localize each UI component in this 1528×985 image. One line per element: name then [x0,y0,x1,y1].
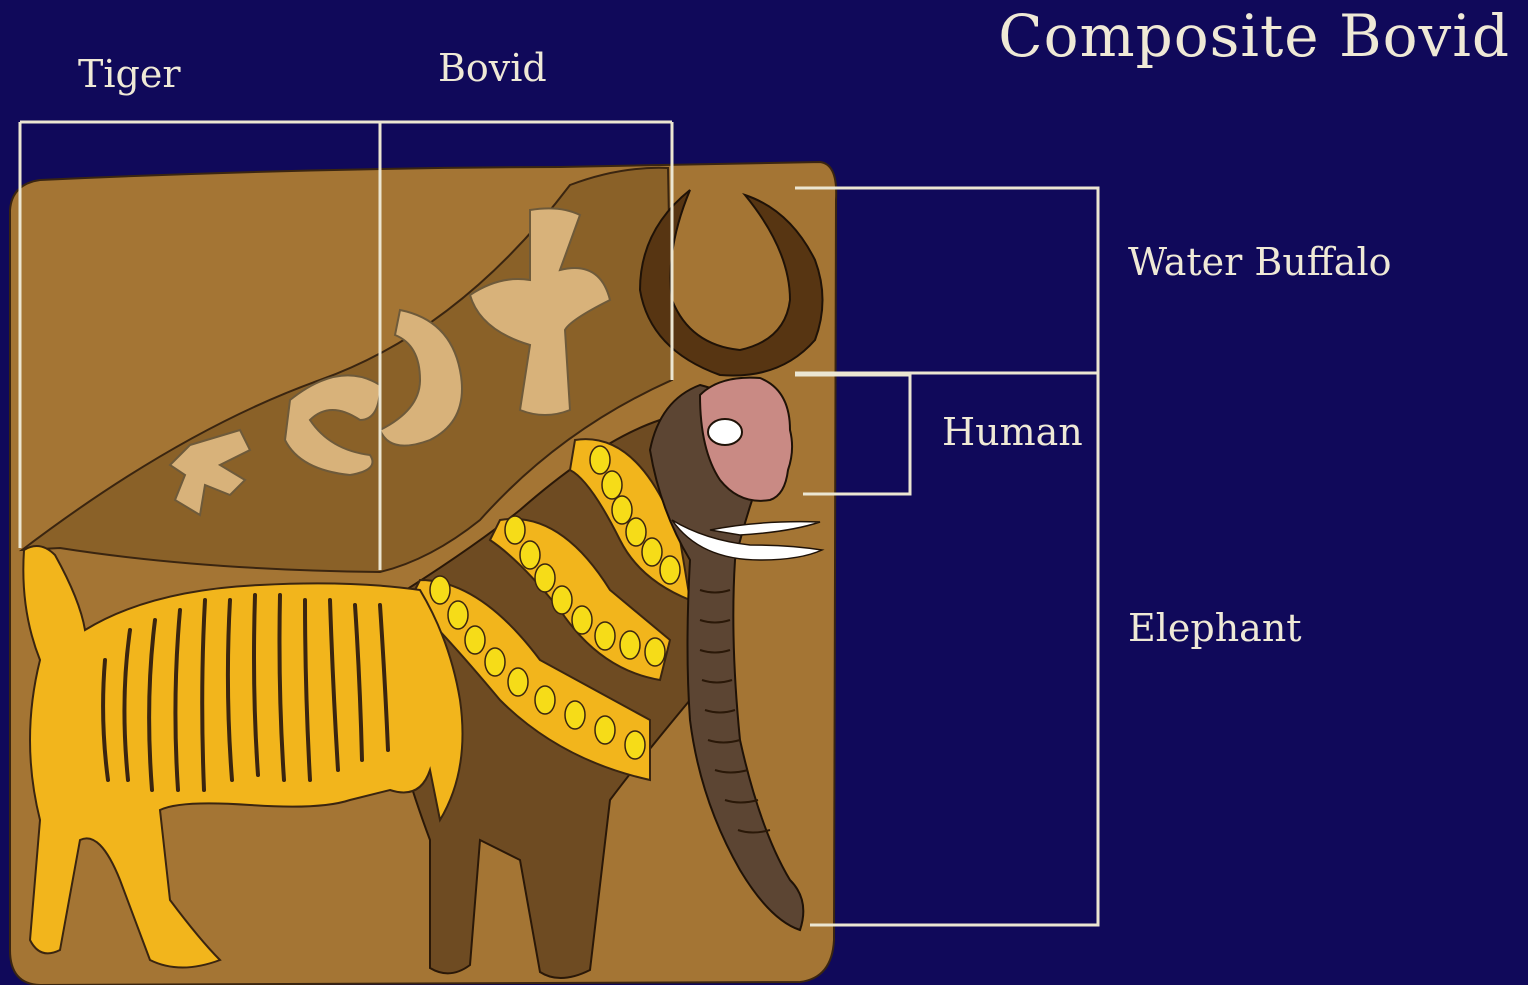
label-water-buffalo: Water Buffalo [1128,240,1392,284]
label-tiger: Tiger [78,52,180,96]
label-bovid: Bovid [438,46,547,90]
label-human: Human [942,410,1083,454]
label-elephant: Elephant [1128,606,1302,650]
page-title: Composite Bovid [998,2,1510,70]
eye-icon [708,419,742,445]
